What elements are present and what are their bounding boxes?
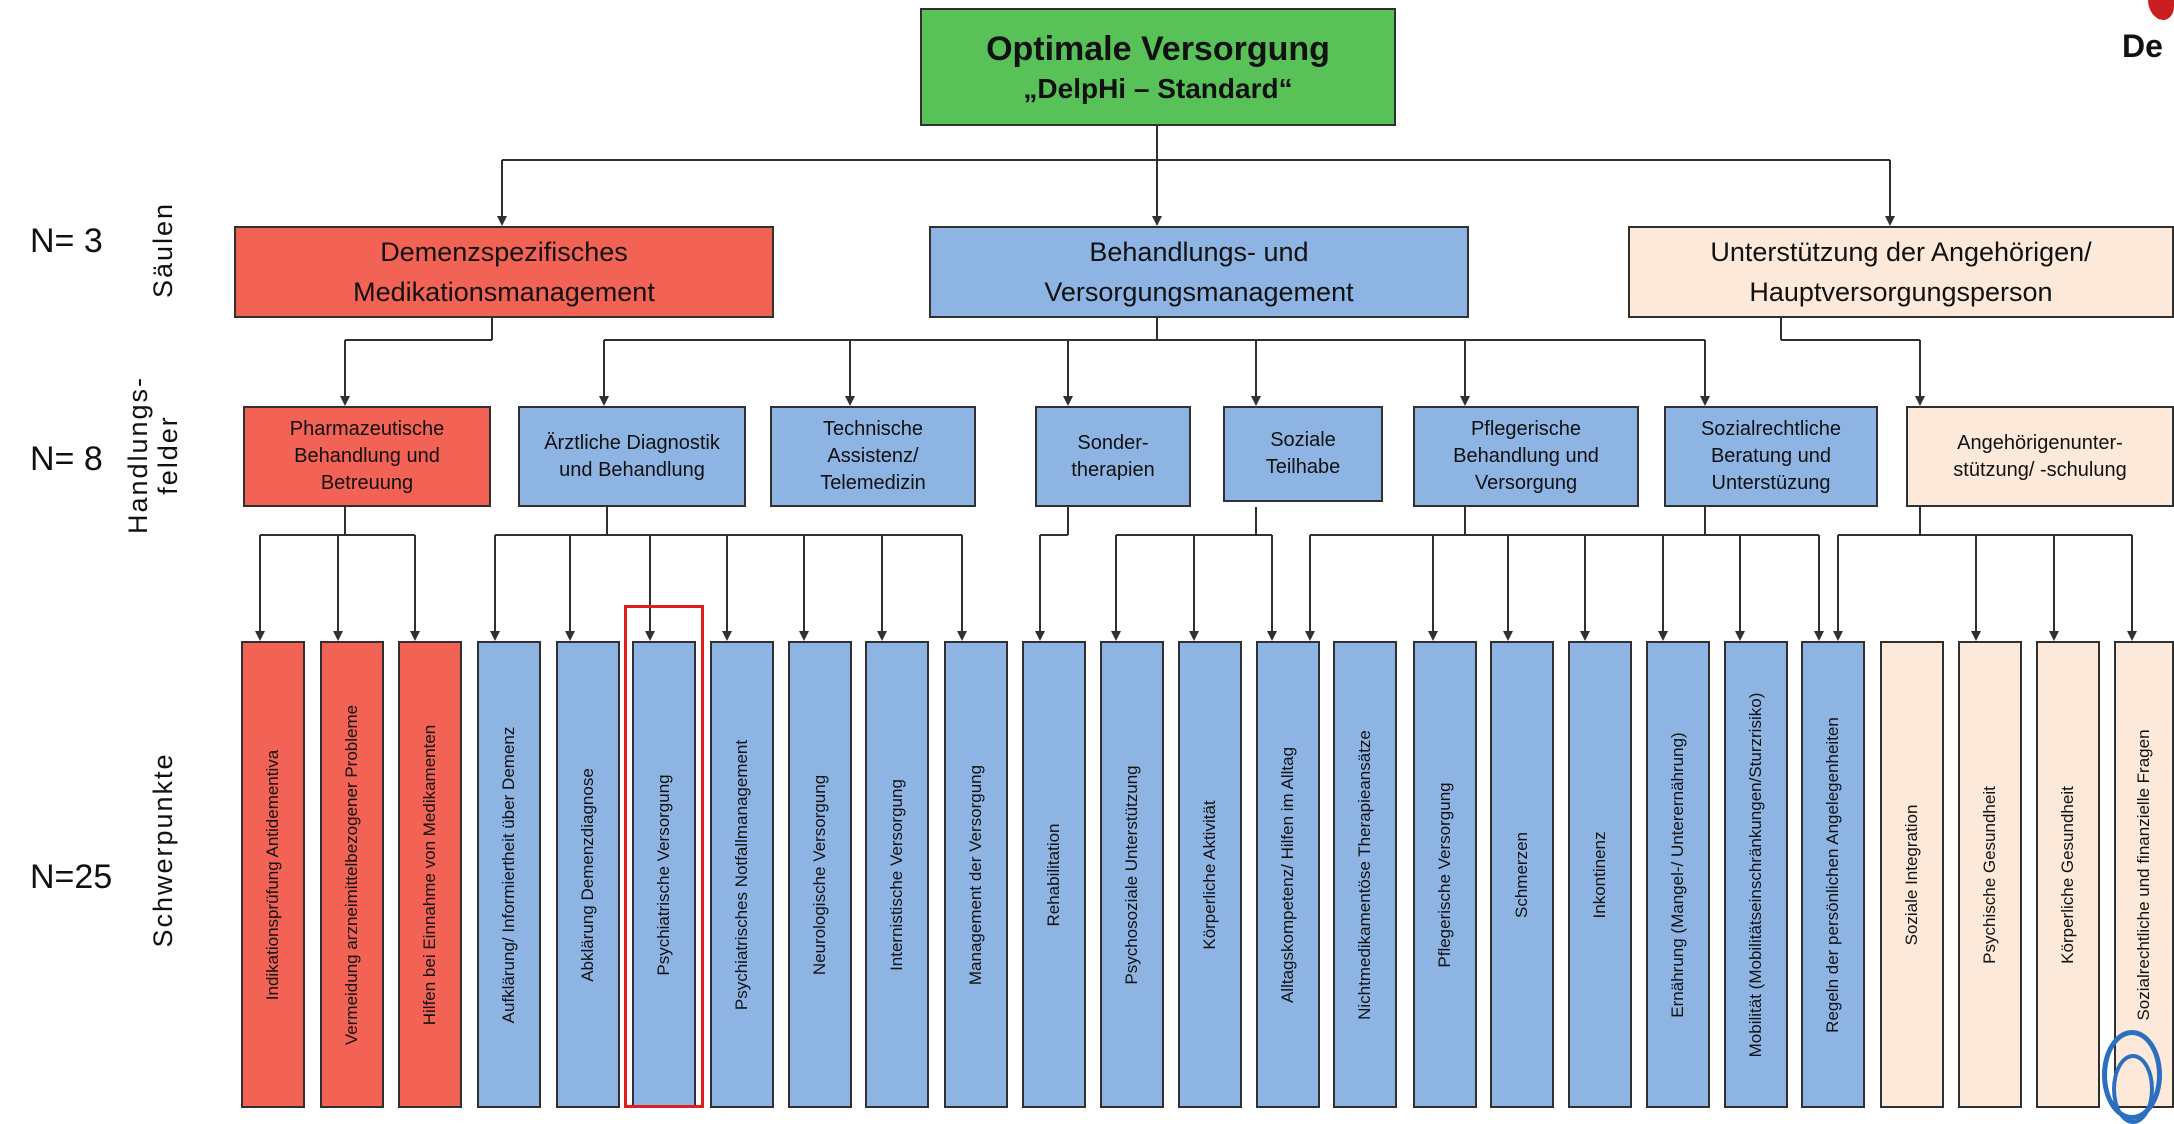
focus-psychische-gesundheit: Psychische Gesundheit <box>1958 641 2022 1108</box>
field-pharmazeutische-behandlung: Pharmazeutische Behandlung und Betreuung <box>243 406 491 507</box>
focus-indikationspruefung: Indikationsprüfung Antidementiva <box>241 641 305 1108</box>
focus-label: Schmerzen <box>1512 831 1531 918</box>
focus-count-label: N=25 <box>30 858 113 896</box>
focus-koerperliche-aktivitaet: Körperliche Aktivität <box>1178 641 1242 1108</box>
field-technische-assistenz: Technische Assistenz/ Telemedizin <box>770 406 976 507</box>
pillar-medikationsmanagement: Demenzspezifisches Medikationsmanagement <box>234 226 774 318</box>
field-sondertherapien: Sonder- therapien <box>1035 406 1191 507</box>
focus-label: Mobilität (Mobilitätseinschränkungen/Stu… <box>1746 692 1765 1057</box>
focus-ernaehrung: Ernährung (Mangel-/ Unterernährung) <box>1646 641 1710 1108</box>
focus-arzneimittelprobleme: Vermeidung arzneimittelbezogener Problem… <box>320 641 384 1108</box>
focus-psychiatrisches-notfallmanagement: Psychiatrisches Notfallmanagement <box>710 641 774 1108</box>
focus-label: Neurologische Versorgung <box>810 774 829 975</box>
pillar-versorgungsmanagement: Behandlungs- und Versorgungsmanagement <box>929 226 1469 318</box>
focus-demenzdiagnose: Abklärung Demenzdiagnose <box>556 641 620 1108</box>
focus-neurologische-versorgung: Neurologische Versorgung <box>788 641 852 1108</box>
focus-alltagskompetenz: Alltagskompetenz/ Hilfen im Alltag <box>1256 641 1320 1108</box>
focus-psychosoziale-unterstuetzung: Psychosoziale Unterstützung <box>1100 641 1164 1108</box>
pillars-count-label: N= 3 <box>30 222 103 260</box>
focus-nichtmedikamentoese-therapie: Nichtmedikamentöse Therapieansätze <box>1333 641 1397 1108</box>
focus-label: Psychosoziale Unterstützung <box>1122 764 1141 985</box>
focus-hilfen-medikamente: Hilfen bei Einnahme von Medikamenten <box>398 641 462 1108</box>
focus-rehabilitation: Rehabilitation <box>1022 641 1086 1108</box>
focus-label: Indikationsprüfung Antidementiva <box>263 749 282 1000</box>
field-sozialrechtliche-beratung: Sozialrechtliche Beratung und Unterstüzu… <box>1664 406 1878 507</box>
focus-label: Inkontinenz <box>1590 831 1609 918</box>
focus-aufklaerung: Aufklärung/ Informiertheit über Demenz <box>477 641 541 1108</box>
pillar-angehoerige: Unterstützung der Angehörigen/ Hauptvers… <box>1628 226 2174 318</box>
focus-label: Psychische Gesundheit <box>1980 785 1999 964</box>
focus-label: Sozialrechtliche und finanzielle Fragen <box>2134 728 2153 1021</box>
focus-schmerzen: Schmerzen <box>1490 641 1554 1108</box>
focus-koerperliche-gesundheit: Körperliche Gesundheit <box>2036 641 2100 1108</box>
focus-label: Ernährung (Mangel-/ Unterernährung) <box>1668 731 1687 1018</box>
focus-mobilitaet: Mobilität (Mobilitätseinschränkungen/Stu… <box>1724 641 1788 1108</box>
focus-label: Management der Versorgung <box>966 764 985 985</box>
focus-label: Rehabilitation <box>1044 822 1063 927</box>
focus-label: Psychiatrisches Notfallmanagement <box>732 739 751 1010</box>
focus-pflegerische-versorgung: Pflegerische Versorgung <box>1413 641 1477 1108</box>
focus-label: Abklärung Demenzdiagnose <box>578 767 597 982</box>
field-angehoerigenunterstuetzung: Angehörigenunter- stützung/ -schulung <box>1906 406 2174 507</box>
focus-sozialrechtliche-fragen: Sozialrechtliche und finanzielle Fragen <box>2114 641 2174 1108</box>
focus-label: Aufklärung/ Informiertheit über Demenz <box>499 726 518 1023</box>
fields-name-label: Handlungs- felder <box>123 375 183 535</box>
top-box-optimale-versorgung: Optimale Versorgung „DelpHi – Standard“ <box>920 8 1396 126</box>
focus-label: Hilfen bei Einnahme von Medikamenten <box>420 724 439 1025</box>
focus-label: Nichtmedikamentöse Therapieansätze <box>1355 729 1374 1020</box>
focus-internistische-versorgung: Internistische Versorgung <box>865 641 929 1108</box>
focus-management-versorgung: Management der Versorgung <box>944 641 1008 1108</box>
logo-text: De <box>2122 28 2163 64</box>
focus-label: Pflegerische Versorgung <box>1435 781 1454 968</box>
highlight-frame <box>624 605 704 1108</box>
focus-label: Regeln der persönlichen Angelegenheiten <box>1823 716 1842 1033</box>
focus-inkontinenz: Inkontinenz <box>1568 641 1632 1108</box>
field-soziale-teilhabe: Soziale Teilhabe <box>1223 406 1383 502</box>
fields-count-label: N= 8 <box>30 440 103 478</box>
focus-name-label: Schwerpunkte <box>148 752 178 948</box>
focus-label: Internistische Versorgung <box>887 778 906 971</box>
focus-label: Körperliche Gesundheit <box>2058 785 2077 964</box>
field-pflegerische-behandlung: Pflegerische Behandlung und Versorgung <box>1413 406 1639 507</box>
edge-decoration-icon <box>2112 1054 2154 1124</box>
pillars-name-label: Säulen <box>148 201 178 299</box>
focus-label: Vermeidung arzneimittelbezogener Problem… <box>342 704 361 1045</box>
focus-label: Soziale Integration <box>1902 804 1921 945</box>
top-title: Optimale Versorgung <box>986 30 1330 68</box>
focus-label: Alltagskompetenz/ Hilfen im Alltag <box>1278 746 1297 1003</box>
top-subtitle: „DelpHi – Standard“ <box>1023 73 1293 104</box>
logo-icon <box>2148 0 2174 20</box>
focus-label: Körperliche Aktivität <box>1200 799 1219 950</box>
focus-soziale-integration: Soziale Integration <box>1880 641 1944 1108</box>
field-aerztliche-diagnostik: Ärztliche Diagnostik und Behandlung <box>518 406 746 507</box>
focus-psychiatrische-versorgung: Psychiatrische Versorgung <box>632 641 696 1108</box>
focus-persoenliche-angelegenheiten: Regeln der persönlichen Angelegenheiten <box>1801 641 1865 1108</box>
